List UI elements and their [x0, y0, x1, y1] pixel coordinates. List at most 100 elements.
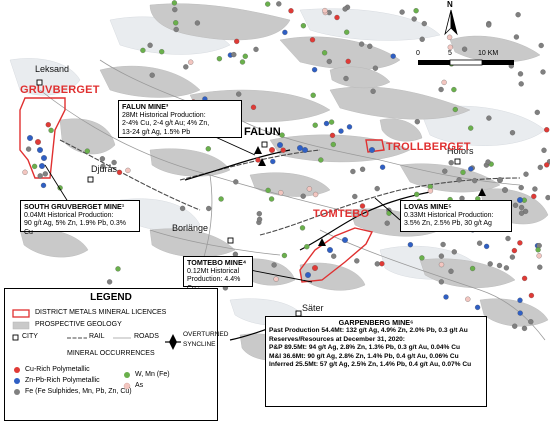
town-djuras: Djurås: [91, 164, 118, 174]
mineral-occurrence-dot: [253, 46, 259, 53]
mineral-occurrence-dot: [487, 261, 493, 267]
mineral-occurrence-dot: [352, 193, 358, 200]
legend-syncline-symbol: [165, 334, 181, 350]
mineral-occurrence-dot: [359, 166, 366, 172]
mineral-occurrence-dot: [545, 194, 550, 201]
mineral-occurrence-dot: [310, 92, 316, 98]
mineral-occurrence-dot: [513, 34, 520, 40]
legend-licences-label: DISTRICT METALS MINERAL LICENCES: [35, 309, 167, 316]
mineral-occurrence-dot: [41, 155, 47, 161]
mineral-occurrence-dot: [521, 275, 528, 282]
garpenberg-mine-line: P&P 89.5Mt: 94 g/t Ag, 2.8% Zn, 1.3% Pb,…: [269, 344, 461, 352]
mineral-occurrence-dot: [448, 160, 454, 166]
mineral-occurrence-dot: [334, 14, 340, 21]
mineral-occurrence-dot: [474, 304, 481, 311]
mineral-occurrence-dot: [468, 125, 474, 131]
mineral-occurrence-dot: [179, 205, 186, 212]
town-borlange: Borlänge: [172, 223, 209, 233]
mineral-occurrence-dot: [476, 240, 483, 246]
mineral-occurrence-dot: [379, 261, 385, 267]
prospective-geology: [19, 3, 549, 361]
legend-city-label: CITY: [22, 333, 38, 340]
mineral-occurrence-dot: [242, 53, 248, 59]
mineral-occurrence-dot: [115, 266, 121, 272]
mineral-occurrence-dot: [288, 8, 294, 14]
mineral-occurrence-dot: [532, 186, 538, 192]
syncline-symbols: [254, 146, 486, 246]
mineral-occurrence-dot: [460, 169, 466, 176]
mineral-occurrence-dot: [509, 254, 516, 260]
mineral-occurrence-dot: [544, 127, 550, 133]
legend-zn-dot: [14, 378, 20, 384]
mineral-occurrence-dot: [483, 243, 490, 250]
legend-city-symbol: [12, 334, 19, 341]
scale-bar: [418, 59, 514, 66]
mineral-occurrence-dot: [446, 34, 453, 40]
mineral-occurrence-dot: [344, 29, 350, 35]
mineral-occurrence-dot: [447, 44, 453, 50]
mineral-occurrence-dot: [451, 86, 457, 93]
mineral-occurrence-dot: [438, 261, 445, 268]
mineral-occurrence-dot: [540, 69, 546, 75]
mineral-occurrence-dot: [438, 279, 445, 285]
mineral-occurrence-dot: [379, 164, 386, 170]
legend-as-label: As: [135, 382, 144, 389]
mineral-occurrence-dot: [537, 164, 543, 171]
mineral-occurrence-dot: [250, 104, 257, 110]
mineral-occurrence-dot: [330, 141, 336, 148]
south-gruvberget-line: 90 g/t Ag, 5% Zn, 1.9% Pb, 0.3% Cu: [24, 220, 126, 236]
mineral-occurrence-dot: [256, 216, 263, 223]
legend-symbols: [12, 309, 181, 395]
falun-mine-title: FALUN MINE³: [122, 102, 169, 111]
mineral-occurrence-dot: [268, 196, 275, 202]
legend-w-dot: [124, 372, 130, 378]
mineral-occurrence-dot: [265, 187, 271, 194]
lovas-mine-title: LOVAS MINE⁵: [404, 202, 452, 211]
mineral-occurrence-dot: [328, 119, 335, 125]
mineral-occurrence-dot: [346, 124, 353, 130]
garpenberg-mine-line: Inferred 25.5Mt: 57 g/t Ag, 2.5% Zn, 1.4…: [269, 361, 472, 369]
legend-syncline-label: SYNCLINE: [183, 341, 216, 348]
mineral-occurrence-dot: [37, 147, 43, 153]
mineral-occurrence-dot: [505, 235, 511, 242]
mineral-occurrence-dot: [358, 41, 365, 47]
falun-mine-line: 28Mt Historical Production:: [122, 111, 206, 119]
lovas-mine-line: 0.33Mt Historical Production:: [404, 211, 494, 219]
mineral-occurrence-dot: [206, 205, 212, 212]
mineral-occurrence-dot: [236, 91, 242, 97]
mineral-occurrence-dot: [25, 146, 32, 152]
scale-label-5: 5: [448, 50, 452, 57]
tomtebo-mine-title: TOMTEBO MINE⁴: [187, 258, 247, 267]
mineral-occurrence-dot: [440, 241, 446, 248]
mineral-occurrence-dot: [270, 158, 276, 165]
legend-overturned-label: OVERTURNED: [183, 331, 229, 338]
city-markers: [36, 79, 461, 317]
mineral-occurrence-dot: [48, 127, 54, 134]
mineral-occurrence-dot: [512, 202, 519, 208]
mineral-occurrence-dot: [370, 88, 376, 94]
legend-title: LEGEND: [90, 292, 132, 303]
mineral-occurrence-dot: [451, 249, 457, 255]
mineral-occurrence-dot: [497, 177, 503, 183]
mineral-occurrence-dot: [173, 26, 179, 33]
mineral-occurrence-dot: [312, 265, 318, 271]
tomtebo-label: TOMTEBO: [313, 208, 370, 220]
mineral-occurrence-dot: [280, 147, 286, 153]
garpenberg-mine-title: GARPENBERG MINE⁶: [338, 318, 414, 327]
mineral-occurrence-dot: [277, 142, 283, 148]
mineral-occurrence-dot: [496, 262, 503, 269]
mineral-occurrence-dot: [312, 191, 319, 198]
mineral-occurrence-dot: [374, 185, 380, 192]
mineral-occurrence-dot: [517, 310, 523, 316]
legend-licence-swatch: [12, 309, 30, 318]
mineral-occurrence-dot: [116, 169, 123, 176]
mineral-occurrence-dot: [172, 6, 178, 13]
mineral-occurrence-dot: [534, 109, 540, 116]
mineral-occurrence-dot: [273, 276, 279, 282]
mineral-occurrence-dot: [299, 225, 306, 231]
mineral-occurrence-dot: [468, 166, 474, 172]
mineral-occurrence-dot: [323, 120, 330, 127]
mineral-occurrence-dot: [111, 159, 117, 166]
mineral-occurrence-dot: [354, 258, 360, 264]
